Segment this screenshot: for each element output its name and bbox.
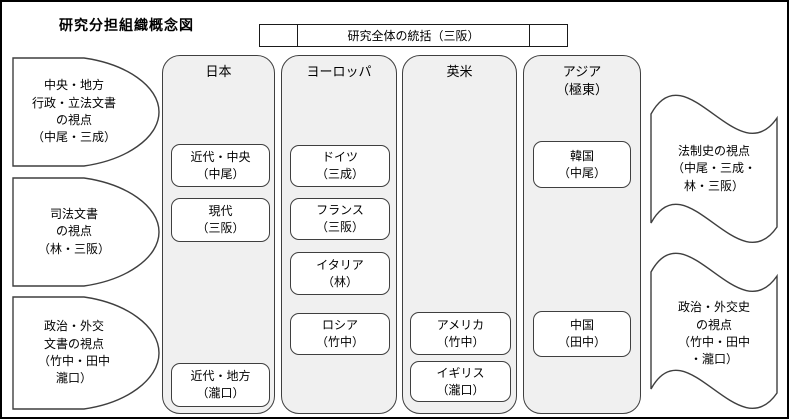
overall-coordination-label: 研究全体の統括（三阪） xyxy=(347,29,480,43)
box-france: フランス （三阪） xyxy=(290,198,390,240)
box-america: アメリカ （竹中） xyxy=(410,312,511,355)
left-perspective-judicial-label: 司法文書 の視点 （林・三阪） xyxy=(37,206,110,256)
top-box-left-cell xyxy=(260,25,298,46)
column-europe-header: ヨーロッパ xyxy=(306,64,372,79)
right-perspective-political-diplomatic-history: 政治・外交史 の視点 （竹中・田中 ・瀧口） xyxy=(650,248,778,411)
right-perspective-legal-history: 法制史の視点 （中尾・三成・ 林・三阪） xyxy=(650,90,778,245)
diagram-title: 研究分担組織概念図 xyxy=(59,17,194,33)
left-perspective-political-diplomatic: 政治・外交 文書の視点 （竹中・田中 瀧口） xyxy=(12,296,160,410)
box-china: 中国 （田中） xyxy=(533,311,631,357)
d-shape-icon xyxy=(12,296,160,410)
left-perspective-judicial: 司法文書 の視点 （林・三阪） xyxy=(12,177,160,287)
right-perspective-political-diplomatic-history-label: 政治・外交史 の視点 （竹中・田中 ・瀧口） xyxy=(677,300,750,367)
d-shape-icon xyxy=(12,57,160,167)
right-perspective-legal-history-label: 法制史の視点 （中尾・三成・ 林・三阪） xyxy=(671,143,756,193)
box-england: イギリス （瀧口） xyxy=(410,361,511,402)
box-italy: イタリア （林） xyxy=(290,252,390,295)
column-asia-header: アジア （極東） xyxy=(555,64,608,98)
d-shape-icon xyxy=(12,177,160,287)
box-japan-modern-central: 近代・中央 （中尾） xyxy=(171,144,270,187)
column-europe: ヨーロッパ ドイツ （三成） フランス （三阪） イタリア （林） ロシア （竹… xyxy=(281,55,397,414)
column-anglo-america: 英米 アメリカ （竹中） イギリス （瀧口） xyxy=(402,55,517,414)
box-russia: ロシア （竹中） xyxy=(290,313,390,355)
box-germany: ドイツ （三成） xyxy=(290,145,390,187)
column-japan: 日本 近代・中央 （中尾） 現代 （三阪） 近代・地方 （瀧口） xyxy=(162,55,275,414)
column-asia: アジア （極東） 韓国 （中尾） 中国 （田中） xyxy=(523,55,641,414)
wave-shape-icon xyxy=(650,94,778,243)
left-perspective-political-diplomatic-label: 政治・外交 文書の視点 （竹中・田中 瀧口） xyxy=(37,319,110,386)
overall-coordination-box: 研究全体の統括（三阪） xyxy=(259,24,568,47)
left-perspective-admin-legislative-label: 中央・地方 行政・立法文書 の視点 （中尾・三成） xyxy=(31,78,116,145)
box-japan-modern-regional: 近代・地方 （瀧口） xyxy=(171,363,270,407)
wave-shape-icon xyxy=(650,252,778,409)
column-japan-header: 日本 xyxy=(205,64,232,79)
left-perspective-admin-legislative: 中央・地方 行政・立法文書 の視点 （中尾・三成） xyxy=(12,57,160,167)
top-box-right-cell xyxy=(529,25,567,46)
box-japan-contemporary: 現代 （三阪） xyxy=(171,198,270,242)
column-anglo-america-header: 英米 xyxy=(446,64,473,79)
box-korea: 韓国 （中尾） xyxy=(533,141,631,188)
